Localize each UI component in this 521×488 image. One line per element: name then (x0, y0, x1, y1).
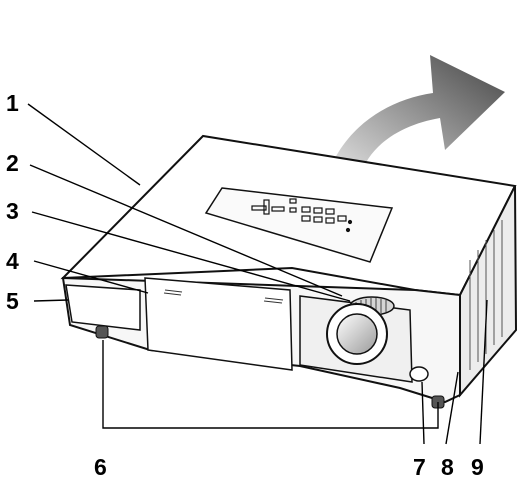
vent-slits (163, 289, 284, 304)
callout-6: 6 (94, 454, 107, 480)
front-left-panel (65, 284, 141, 331)
callout-2: 2 (6, 150, 19, 176)
projection-lens (336, 313, 378, 355)
adjustment-foot-left (95, 325, 109, 339)
callout-9: 9 (471, 454, 484, 480)
callout-1: 1 (6, 90, 19, 116)
lid-open-arrow (325, 55, 505, 183)
callout-4: 4 (6, 248, 19, 274)
leader-lines (27, 103, 488, 445)
control-panel-buttons (251, 198, 353, 233)
callout-3: 3 (6, 198, 19, 224)
callout-7: 7 (413, 454, 426, 480)
front-center-cover (144, 277, 293, 371)
remote-sensor (409, 366, 429, 382)
callout-8: 8 (441, 454, 454, 480)
side-grille (469, 220, 503, 370)
callout-5: 5 (6, 288, 19, 314)
